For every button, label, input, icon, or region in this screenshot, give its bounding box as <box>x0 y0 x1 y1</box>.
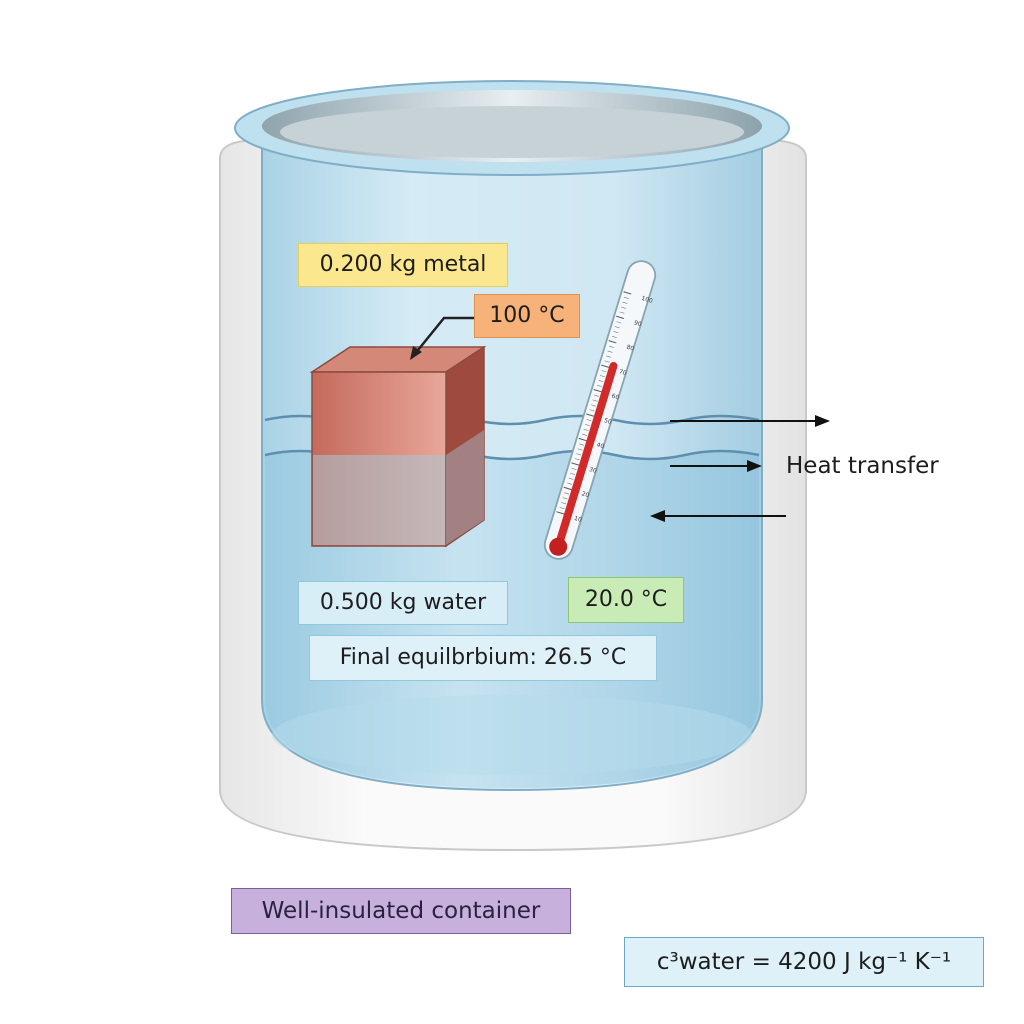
specific-heat-label: c³water = 4200 J kg⁻¹ K⁻¹ <box>624 937 984 987</box>
thermometer-minor-tick <box>604 360 610 363</box>
thermometer-tick <box>601 364 609 368</box>
thermometer-minor-tick <box>561 502 567 505</box>
thermometer-minor-tick <box>613 331 619 334</box>
thermometer-minor-tick <box>591 404 597 407</box>
thermometer-minor-tick <box>597 384 602 387</box>
thermometer-tick-label: 10 <box>573 515 583 524</box>
thermometer-tick <box>586 413 595 417</box>
metal-temperature-label: 100 °C <box>474 294 580 338</box>
thermometer-minor-tick <box>623 296 629 299</box>
thermometer-minor-tick <box>582 433 588 436</box>
thermometer-tick-label: 90 <box>633 319 643 328</box>
thermometer-tick <box>578 437 587 442</box>
metal-temp-arrow <box>410 316 474 360</box>
thermometer-tick-label: 50 <box>603 417 613 426</box>
thermometer-minor-tick <box>586 419 592 422</box>
thermometer-minor-tick <box>592 399 598 402</box>
thermometer-tick <box>623 291 632 295</box>
thermometer-minor-tick <box>562 497 568 500</box>
thermometer-minor-tick <box>574 458 580 461</box>
thermometer-minor-tick <box>620 306 626 309</box>
thermometer-tick-label: 100 <box>640 295 653 305</box>
thermometer-minor-tick <box>594 394 600 397</box>
thermometer-minor-tick <box>568 477 574 480</box>
vessel-bottom <box>272 695 752 775</box>
thermometer: 10 20 30 40 50 60 70 80 90 100 <box>543 260 657 560</box>
thermometer-minor-tick <box>571 467 577 471</box>
thermometer-minor-tick <box>576 453 582 456</box>
thermometer-minor-tick <box>589 409 595 412</box>
thermometer-minor-tick <box>601 370 607 373</box>
metal-block <box>309 345 487 548</box>
water-mass-label: 0.500 kg water <box>298 581 508 625</box>
thermometer-tick-label: 30 <box>588 466 598 475</box>
thermometer-tick <box>556 511 565 515</box>
thermometer-tick <box>593 389 602 393</box>
thermometer-minor-tick <box>619 311 625 314</box>
thermometer-tick <box>563 486 572 491</box>
thermometer-tick-label: 80 <box>626 344 636 353</box>
thermometer-minor-tick <box>564 492 570 495</box>
thermometer-minor-tick <box>559 507 565 510</box>
thermometer-minor-tick <box>614 326 620 329</box>
thermometer-fluid <box>554 362 618 549</box>
water-temperature-label: 20.0 °C <box>568 577 684 623</box>
thermometer-tick-label: 70 <box>618 368 628 377</box>
thermometer-tick <box>571 462 580 466</box>
thermometer-tick <box>615 315 624 319</box>
thermometer-minor-tick <box>579 443 585 446</box>
heat-transfer-arrows <box>650 415 830 522</box>
container-label: Well-insulated container <box>231 888 571 934</box>
thermometer-minor-tick <box>577 448 583 451</box>
vessel-inner-wall <box>280 106 744 158</box>
thermometer-minor-tick <box>611 336 617 339</box>
thermometer-minor-tick <box>608 345 614 348</box>
thermometer-tick <box>608 340 617 344</box>
metal-mass-label: 0.200 kg metal <box>298 243 508 287</box>
final-equilibrium-label: Final equilbrbium: 26.5 °C <box>309 635 657 681</box>
thermometer-tick-label: 40 <box>596 442 606 451</box>
thermometer-minor-tick <box>598 380 604 383</box>
thermometer-minor-tick <box>583 428 589 431</box>
thermometer-minor-tick <box>567 482 573 485</box>
thermometer-tick-label: 20 <box>581 490 591 499</box>
thermometer-minor-tick <box>622 301 628 304</box>
thermometer-minor-tick <box>607 350 613 353</box>
heat-transfer-label: Heat transfer <box>786 453 939 479</box>
thermometer-minor-tick <box>570 472 576 475</box>
thermometer-tick-label: 60 <box>611 393 621 402</box>
thermometer-minor-tick <box>606 355 611 358</box>
thermometer-ticks: 10 20 30 40 50 60 70 80 90 100 <box>556 291 654 524</box>
thermometer-minor-tick <box>585 424 591 427</box>
thermometer-minor-tick <box>616 321 622 324</box>
thermometer-minor-tick <box>600 375 605 378</box>
